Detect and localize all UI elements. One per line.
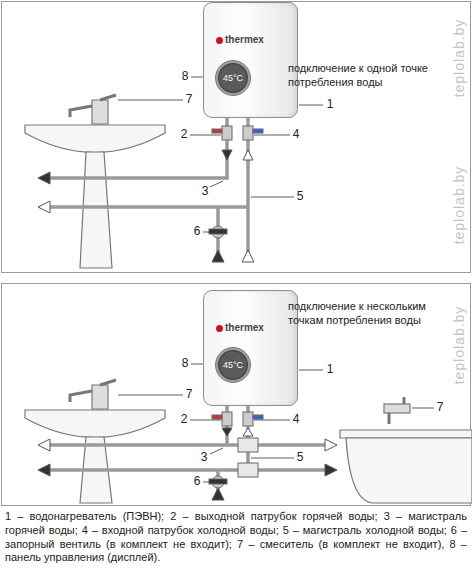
pipes <box>50 118 248 262</box>
callout-number: 3 <box>202 185 209 199</box>
pipes <box>50 406 325 500</box>
callout-number: 7 <box>437 401 444 415</box>
arrows <box>38 150 254 262</box>
callout-number: 1 <box>327 98 334 112</box>
brand-logo: thermex <box>216 322 264 333</box>
callout-number: 5 <box>297 451 304 465</box>
callout-number: 6 <box>194 475 201 489</box>
control-display: 45°C <box>215 347 251 383</box>
valves <box>209 126 263 238</box>
arrows <box>38 428 337 500</box>
water-heater: thermex 45°C <box>203 2 298 118</box>
sink <box>25 380 165 503</box>
display-reading: 45°C <box>223 73 243 83</box>
watermark: teplolab.by <box>451 306 467 385</box>
callout-number: 5 <box>297 190 304 204</box>
note-text: подключение к одной точке потребления во… <box>288 62 443 90</box>
bathtub <box>340 397 472 503</box>
callout-number: 2 <box>181 413 188 427</box>
water-heater: thermex 45°C <box>203 290 298 406</box>
panel-frame <box>2 2 471 273</box>
valves <box>209 412 263 488</box>
callout-number: 8 <box>182 70 189 84</box>
callout-number: 6 <box>194 225 201 239</box>
callout-number: 4 <box>293 413 300 427</box>
callout-number: 1 <box>327 363 334 377</box>
sink <box>25 95 165 268</box>
callout-number: 8 <box>182 357 189 371</box>
brand-logo: thermex <box>216 34 264 45</box>
callout-number: 7 <box>186 93 193 107</box>
caption: 1 – водонагреватель (ПЭВН); 2 – выходной… <box>5 510 467 565</box>
watermark: teplolab.by <box>451 166 467 245</box>
note-text: подключение к нескольким точкам потребле… <box>288 300 448 328</box>
display-reading: 45°C <box>223 360 243 370</box>
callout-number: 3 <box>201 451 208 465</box>
control-display: 45°C <box>215 60 251 96</box>
watermark: teplolab.by <box>451 19 467 98</box>
callout-number: 7 <box>186 388 193 402</box>
callout-number: 2 <box>181 128 188 142</box>
callout-number: 4 <box>293 128 300 142</box>
